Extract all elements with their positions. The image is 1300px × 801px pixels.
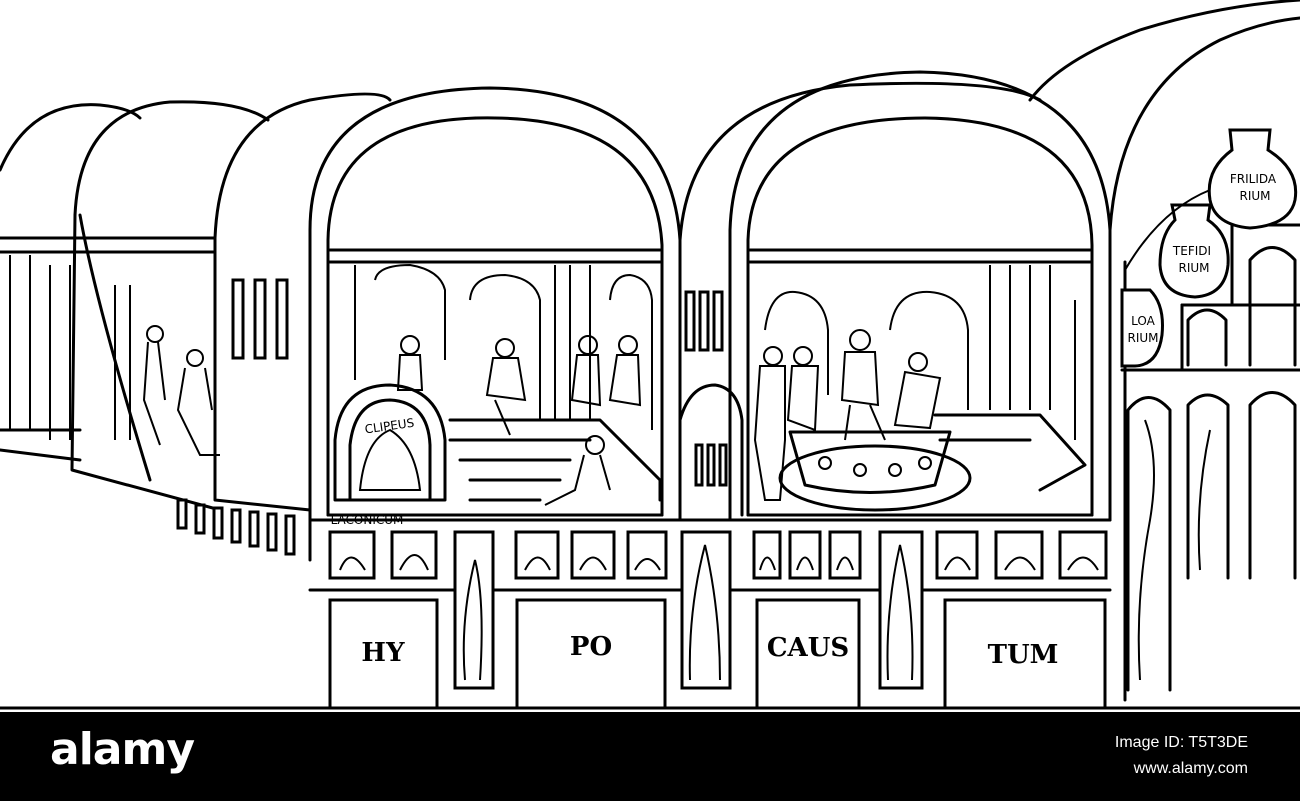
right-arch-room	[728, 70, 1112, 522]
left-wall	[176, 92, 392, 562]
right-vault-section: FRILIDA RIUM TEFIDI RIUM LOA RIUM	[1028, 0, 1300, 702]
hypocaustum-label-hy: HY	[361, 638, 405, 668]
hypocaustum-row: HY PO CAUS TUM	[328, 530, 1107, 710]
hypocaustum-label-tum: TUM	[988, 640, 1059, 670]
clipeus-label: CLIPEUS	[364, 416, 415, 437]
frigidarium-label-1: FRILIDA	[1230, 172, 1277, 186]
frigidarium-label-2: RIUM	[1239, 189, 1270, 203]
tepidarium-label-2: RIUM	[1178, 261, 1209, 275]
watermark-footer: alamy Image ID: T5T3DE www.alamy.com	[0, 712, 1300, 801]
middle-pillar	[678, 81, 1042, 517]
image-id-text: Image ID: T5T3DE	[1114, 734, 1248, 751]
bath-cross-section-illustration: CLIPEUS LACONICUM	[0, 0, 1300, 710]
hypocaustum-label-po: PO	[570, 632, 612, 662]
site-url-text: www.alamy.com	[1133, 760, 1248, 777]
caldarium-label-1: LOA	[1131, 314, 1155, 328]
tepidarium-label-1: TEFIDI	[1172, 244, 1211, 258]
brand-logo: alamy	[50, 724, 195, 775]
caldarium-label-2: RIUM	[1127, 331, 1158, 345]
central-arch-room: CLIPEUS LACONICUM	[308, 86, 682, 527]
furnace-row	[308, 518, 1112, 592]
hypocaustum-label-caus: CAUS	[767, 633, 849, 663]
bathers-left	[142, 325, 220, 456]
left-colonnade	[0, 100, 270, 512]
